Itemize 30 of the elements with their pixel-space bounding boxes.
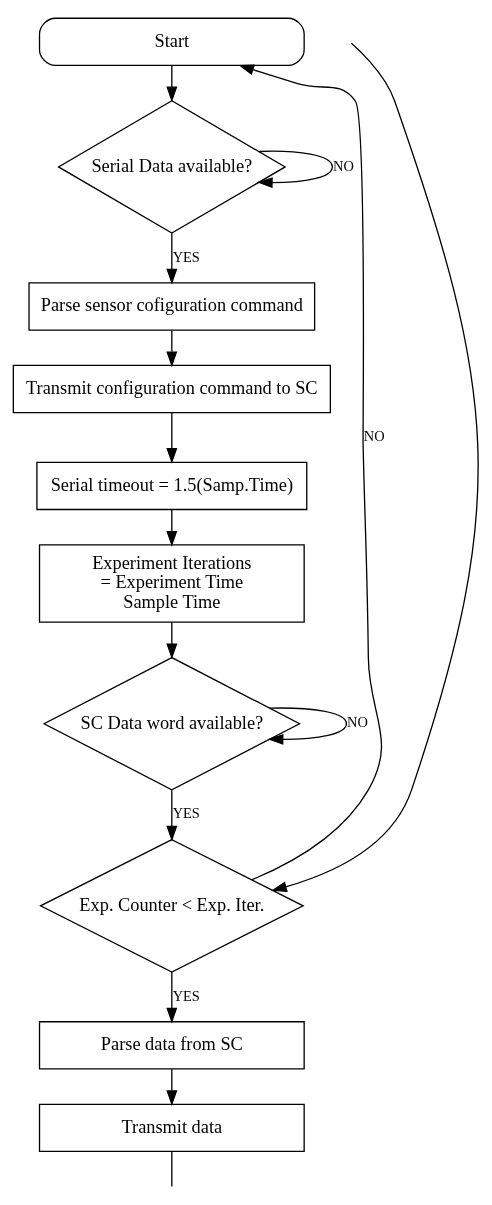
edge-label: YES — [172, 248, 200, 265]
node-box: Transmit configuration command to SC — [12, 364, 331, 413]
arrow — [166, 411, 178, 464]
arrow — [166, 621, 178, 659]
node-diamond: Serial Data available? — [57, 99, 287, 234]
arrow — [166, 232, 178, 284]
arrow — [166, 508, 178, 547]
arrow — [166, 329, 178, 367]
edge-label: YES — [172, 804, 200, 821]
node-box: Start — [38, 17, 305, 66]
node-diamond: Exp. Counter < Exp. Iter. — [39, 838, 305, 973]
arrow — [238, 64, 383, 880]
edge-label: NO — [333, 157, 354, 174]
arrow — [166, 971, 178, 1023]
edge-label: NO — [363, 427, 385, 444]
edge-label: NO — [347, 713, 368, 730]
node-box: Parse data from SC — [38, 1020, 305, 1070]
arrow — [267, 706, 348, 745]
arrow — [256, 150, 333, 188]
arrow — [166, 789, 178, 842]
node-box: Parse sensor cofiguration command — [28, 281, 316, 331]
edge-label: YES — [172, 987, 200, 1004]
node-box: Transmit data — [38, 1103, 305, 1152]
node-box: Experiment Iterations = Experiment Time Sample Time — [38, 543, 305, 623]
arrow — [166, 64, 178, 102]
arrow — [271, 42, 479, 892]
node-diamond: SC Data word available? — [42, 656, 301, 791]
arrow — [166, 1068, 178, 1106]
node-box: Serial timeout = 1.5(Samp.Time) — [36, 461, 308, 510]
connector — [171, 1150, 173, 1187]
